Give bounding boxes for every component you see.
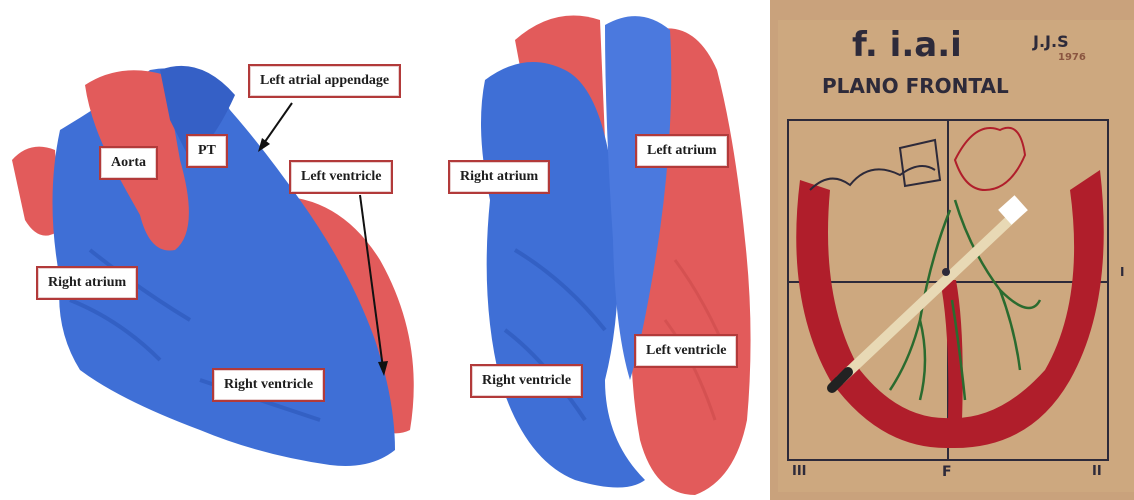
label-left-ventricle-2: Left ventricle — [634, 334, 738, 368]
label-pt: PT — [186, 134, 228, 168]
axis-label-iii: III — [792, 464, 807, 479]
heart-model-panel-2: Right atrium Left atrium Left ventricle … — [455, 0, 770, 500]
axis-label-i: I — [1120, 265, 1124, 279]
appendage-arrow — [262, 103, 292, 146]
label-right-atrium-2: Right atrium — [448, 160, 550, 194]
label-right-ventricle-2: Right ventricle — [470, 364, 583, 398]
label-left-atrium-2: Left atrium — [635, 134, 729, 168]
axis-label-ii: II — [1092, 464, 1102, 479]
board-title: f. i.a.i — [852, 25, 962, 65]
heart-model-2-illustration — [455, 0, 770, 500]
board-initials: J.J.S — [1033, 32, 1069, 51]
label-left-atrial-appendage: Left atrial appendage — [248, 64, 401, 98]
label-right-atrium: Right atrium — [36, 266, 138, 300]
frontal-plane-board-photo: f. i.a.i J.J.S 1976 PLANO FRONTAL I III … — [770, 0, 1134, 500]
heart-model-panel-1: Left atrial appendage Aorta PT Left vent… — [0, 0, 455, 500]
label-right-ventricle: Right ventricle — [212, 368, 325, 402]
board-year: 1976 — [1058, 52, 1086, 63]
label-aorta: Aorta — [99, 146, 158, 180]
label-left-ventricle: Left ventricle — [289, 160, 393, 194]
axis-label-f: F — [942, 464, 952, 480]
board-subtitle: PLANO FRONTAL — [822, 74, 1009, 98]
